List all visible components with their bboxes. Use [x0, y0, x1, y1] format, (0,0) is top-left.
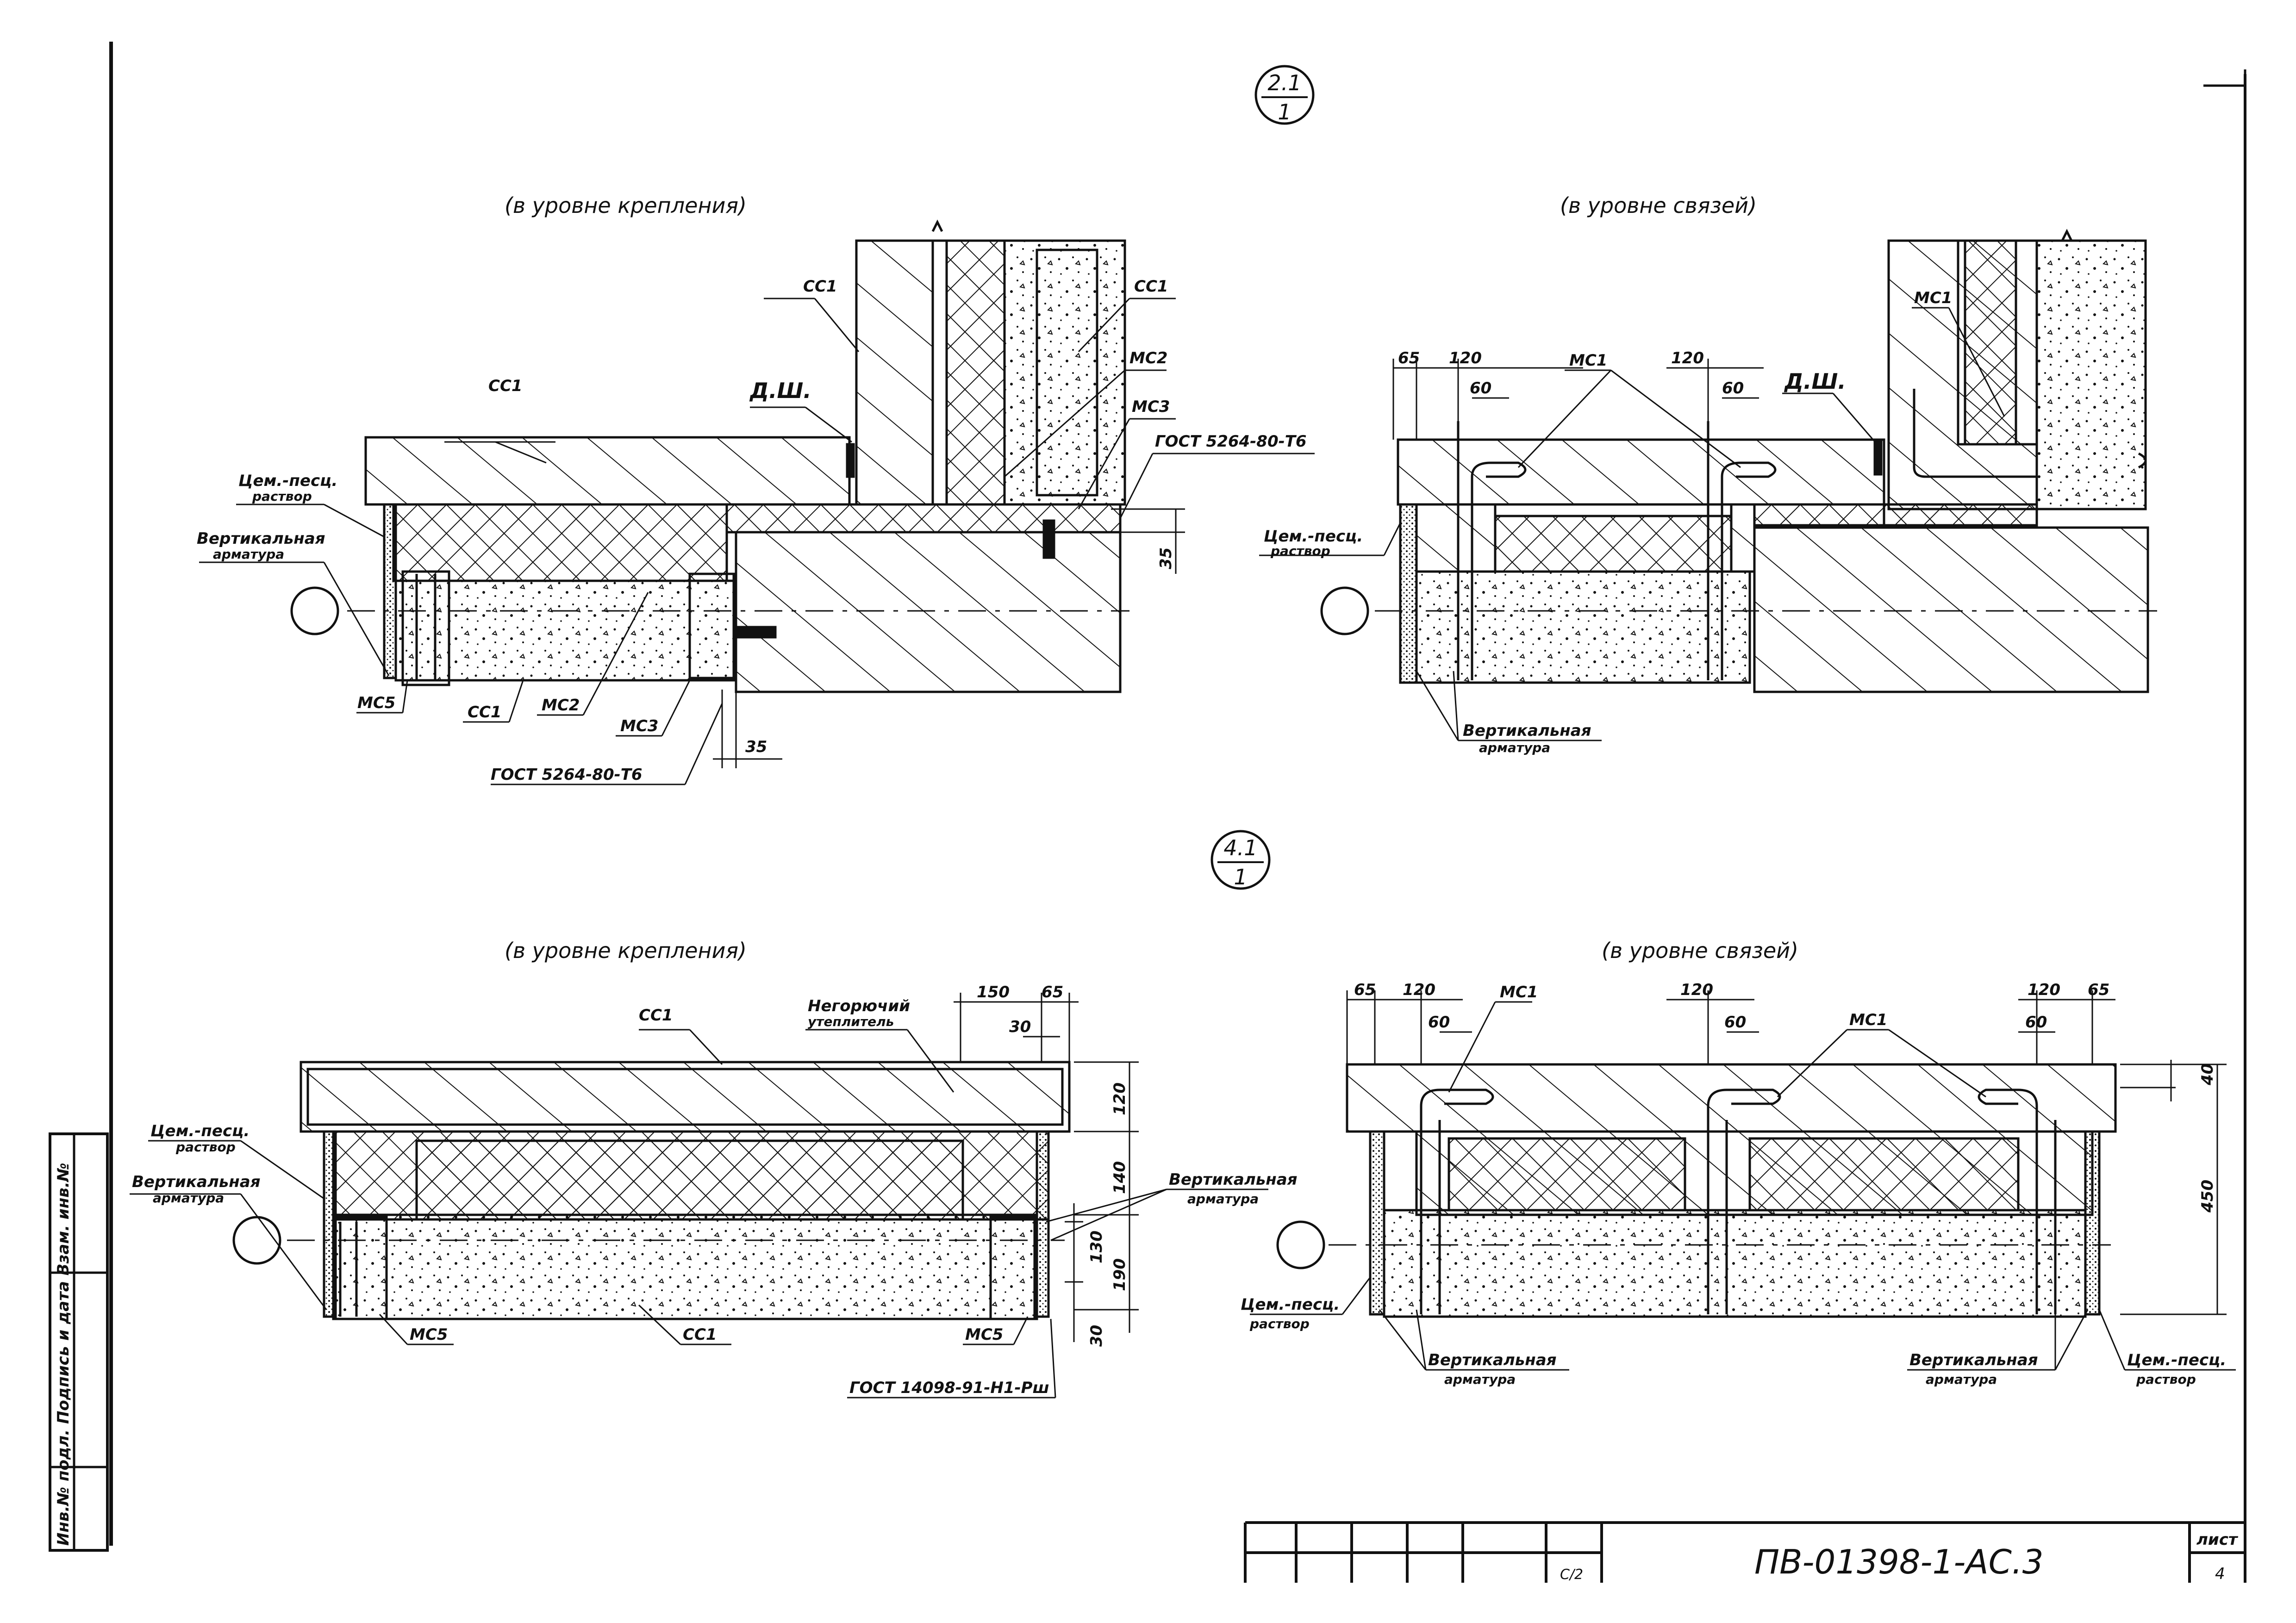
dim-150-a: 150: [977, 983, 1010, 1001]
detail-bottom-right: [1250, 990, 2236, 1371]
dim-120-f: 120: [2028, 981, 2060, 999]
mark-bottom-den: 1: [1234, 864, 1247, 889]
dim-30-b: 30: [1087, 1325, 1106, 1347]
lbl-mortar-8: раствор: [1249, 1316, 1310, 1331]
lbl-cc1-f: СС1: [683, 1325, 717, 1344]
dim-120-a: 120: [1449, 349, 1482, 367]
dim-120-b: 120: [1671, 349, 1704, 367]
lbl-mc1-a: МС1: [1569, 351, 1607, 370]
document-code: ПВ-01398-1-АС.3: [1754, 1542, 2044, 1581]
caption-top-right: (в уровне связей): [1560, 193, 1757, 218]
detail-bottom-left: [130, 993, 1268, 1399]
mark-top-den: 1: [1278, 99, 1291, 124]
dim-40-a: 40: [2198, 1063, 2217, 1086]
dim-60-c: 60: [1428, 1013, 1450, 1032]
dim-120-d: 120: [1403, 981, 1435, 999]
lbl-mortar-5: Цем.-песц.: [150, 1122, 250, 1140]
lbl-insul-1: Негорючий: [808, 997, 910, 1015]
lbl-rebar-9: Вертикальная: [1428, 1351, 1557, 1369]
dim-450-a: 450: [2198, 1180, 2217, 1213]
caption-bottom-left: (в уровне крепления): [505, 938, 747, 963]
sheet-number: 4: [2215, 1565, 2225, 1583]
lbl-cc1-d: СС1: [468, 703, 502, 721]
caption-top-left: (в уровне крепления): [505, 193, 747, 218]
dim-130-a: 130: [1087, 1231, 1106, 1263]
dim-65-a: 65: [1398, 349, 1420, 367]
sheet-frame: [109, 42, 2246, 1583]
dim-65-c: 65: [1354, 981, 1376, 999]
mark-top-num: 2.1: [1267, 70, 1301, 95]
lbl-rebar-2: арматура: [213, 547, 284, 562]
lbl-rebar-11: Вертикальная: [1909, 1351, 2038, 1369]
lbl-rebar-6: арматура: [153, 1190, 224, 1206]
section-mark-bottom: 4.1 1: [1210, 830, 1271, 890]
dim-60-b: 60: [1722, 379, 1744, 398]
lbl-mc1-b: МС1: [1914, 289, 1952, 307]
dim-60-e: 60: [2025, 1013, 2047, 1032]
mark-bottom-num: 4.1: [1223, 835, 1257, 860]
sheet-label: лист: [2196, 1530, 2239, 1549]
lbl-mortar-1: Цем.-песц.: [238, 472, 337, 490]
labels-bottom-right: 65 120 60 МС1 120 60 МС1 120 65 60 40 45…: [1241, 981, 2226, 1387]
lbl-mortar-9: Цем.-песц.: [2127, 1351, 2226, 1369]
lbl-mortar-2: раствор: [252, 489, 312, 504]
dim-190-a: 190: [1111, 1258, 1129, 1291]
lbl-rebar-12: арматура: [1926, 1372, 1997, 1387]
lbl-rebar-5: Вертикальная: [132, 1173, 261, 1191]
dim-35-a: 35: [1157, 547, 1175, 569]
dim-65-b: 65: [1042, 983, 1063, 1001]
detail-top-right: [1259, 229, 2157, 741]
lbl-cc1-a: СС1: [488, 377, 523, 395]
lbl-mc3-b: МС3: [620, 717, 658, 735]
lbl-mc5-a: МС5: [357, 694, 395, 712]
dim-120-e: 120: [1680, 981, 1713, 999]
dim-65-d: 65: [2088, 981, 2109, 999]
section-mark-top: 2.1 1: [1254, 65, 1315, 125]
title-col-label: С/2: [1560, 1567, 1583, 1583]
labels-bottom-left: СС1 Негорючий утеплитель 150 65 30 120 1…: [132, 983, 1298, 1397]
lbl-rebar-1: Вертикальная: [197, 529, 325, 548]
lbl-mortar-6: раствор: [175, 1139, 236, 1155]
lbl-rebar-8: арматура: [1187, 1191, 1259, 1206]
dim-120-c: 120: [1111, 1082, 1129, 1115]
side-stamp-text: Инв.№ подл. Подпись и дата Взам. инв.№: [54, 1163, 73, 1546]
lbl-mc3-a: МС3: [1132, 398, 1170, 416]
dim-140-a: 140: [1111, 1161, 1129, 1194]
lbl-mortar-3: Цем.-песц.: [1264, 527, 1363, 546]
lbl-rebar-4: арматура: [1479, 740, 1550, 755]
dim-60-a: 60: [1470, 379, 1491, 398]
lbl-mortar-7: Цем.-песц.: [1241, 1295, 1340, 1314]
dim-30-a: 30: [1009, 1018, 1031, 1036]
lbl-dsh: Д.Ш.: [749, 378, 811, 403]
lbl-gost-c: ГОСТ 14098-91-Н1-Рш: [849, 1379, 1049, 1397]
dim-60-d: 60: [1724, 1013, 1746, 1032]
dim-35-b: 35: [745, 738, 767, 756]
lbl-mc1-c: МС1: [1500, 983, 1538, 1001]
lbl-mortar-4: раствор: [1270, 543, 1330, 559]
lbl-mc5-b: МС5: [410, 1325, 448, 1344]
lbl-rebar-3: Вертикальная: [1463, 721, 1591, 740]
lbl-rebar-10: арматура: [1444, 1372, 1516, 1387]
lbl-mc1-d: МС1: [1849, 1011, 1887, 1029]
labels-top-right: 65 120 60 МС1 120 60 Д.Ш. МС1 Цем.-песц.…: [1264, 289, 1952, 755]
lbl-cc1-e: СС1: [639, 1006, 673, 1025]
lbl-gost-b: ГОСТ 5264-80-Т6: [491, 765, 643, 784]
lbl-cc1-b: СС1: [803, 277, 837, 296]
lbl-insul-2: утеплитель: [808, 1014, 894, 1029]
lbl-mc2-b: МС2: [542, 696, 580, 715]
lbl-mortar-10: раствор: [2136, 1372, 2196, 1387]
lbl-gost-a: ГОСТ 5264-80-Т6: [1155, 432, 1307, 451]
lbl-rebar-7: Вертикальная: [1169, 1170, 1298, 1189]
detail-top-left: [199, 219, 1315, 785]
lbl-mc5-c: МС5: [965, 1325, 1003, 1344]
caption-bottom-right: (в уровне связей): [1602, 938, 1798, 963]
lbl-mc2-a: МС2: [1129, 349, 1167, 367]
lbl-dsh-b: Д.Ш.: [1784, 369, 1846, 394]
lbl-cc1-c: СС1: [1134, 277, 1168, 296]
labels-top-left: СС1 СС1 СС1 Д.Ш. МС2 МС3 ГОСТ 5264-80-Т6…: [197, 277, 1307, 784]
side-stamp: Инв.№ подл. Подпись и дата Взам. инв.№: [49, 1132, 109, 1552]
title-block: [1244, 1521, 2245, 1583]
